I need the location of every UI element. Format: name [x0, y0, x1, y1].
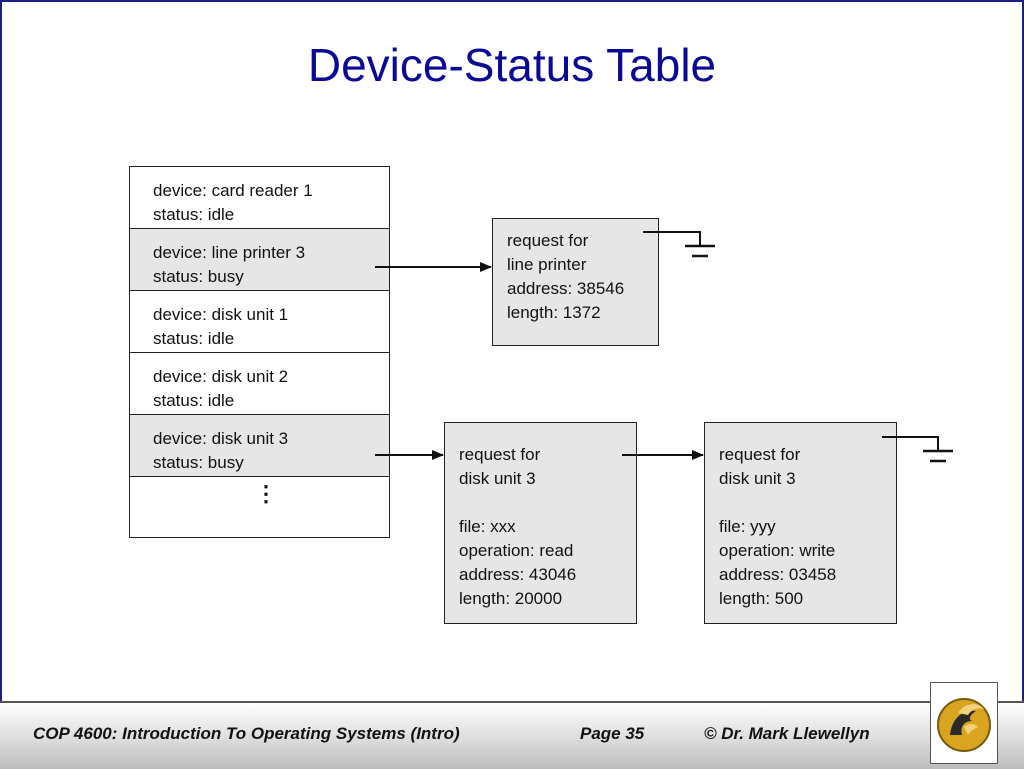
request-line: disk unit 3 [459, 469, 536, 488]
disk-request-box-2: request for disk unit 3 file: yyy operat… [704, 422, 897, 624]
pegasus-logo-icon [930, 682, 998, 764]
footer-course: COP 4600: Introduction To Operating Syst… [33, 724, 460, 743]
request-line: file: xxx [459, 517, 516, 536]
table-row-ellipsis: ⋮ [130, 477, 389, 537]
request-line: request for [459, 445, 541, 464]
device-name: device: disk unit 1 [153, 305, 289, 324]
disk-request-box-1: request for disk unit 3 file: xxx operat… [444, 422, 637, 624]
table-row: device: card reader 1 status: idle [130, 167, 389, 229]
printer-request-box: request for line printer address: 38546 … [492, 218, 659, 346]
request-line: length: 1372 [507, 303, 601, 322]
device-status: status: busy [153, 453, 244, 472]
request-line: request for [719, 445, 801, 464]
table-row: device: disk unit 3 status: busy [130, 415, 389, 477]
request-line: operation: read [459, 541, 574, 560]
device-name: device: card reader 1 [153, 181, 313, 200]
request-line: file: yyy [719, 517, 776, 536]
request-line: address: 03458 [719, 565, 837, 584]
logo-graphic [937, 698, 991, 752]
device-status: status: idle [153, 329, 235, 348]
footer-author: © Dr. Mark Llewellyn [704, 724, 870, 743]
ground-symbol-icon [882, 436, 953, 463]
device-status: status: busy [153, 267, 244, 286]
request-line: request for [507, 231, 589, 250]
slide-title: Device-Status Table [307, 39, 717, 91]
footer-bar [0, 701, 1024, 769]
table-row: device: disk unit 2 status: idle [130, 353, 389, 415]
footer-page-number: Page 35 [580, 724, 645, 743]
request-line: length: 20000 [459, 589, 563, 608]
request-line: address: 43046 [459, 565, 577, 584]
device-name: device: disk unit 2 [153, 367, 289, 386]
request-line: operation: write [719, 541, 836, 560]
device-status-table: device: card reader 1 status: idle devic… [129, 166, 390, 538]
device-name: device: disk unit 3 [153, 429, 289, 448]
request-line: length: 500 [719, 589, 804, 608]
device-status: status: idle [153, 391, 235, 410]
table-row: device: line printer 3 status: busy [130, 229, 389, 291]
request-line: address: 38546 [507, 279, 625, 298]
table-row: device: disk unit 1 status: idle [130, 291, 389, 353]
request-line: line printer [507, 255, 587, 274]
device-status: status: idle [153, 205, 235, 224]
request-line: disk unit 3 [719, 469, 796, 488]
device-name: device: line printer 3 [153, 243, 306, 262]
ground-symbol-icon [643, 231, 715, 258]
